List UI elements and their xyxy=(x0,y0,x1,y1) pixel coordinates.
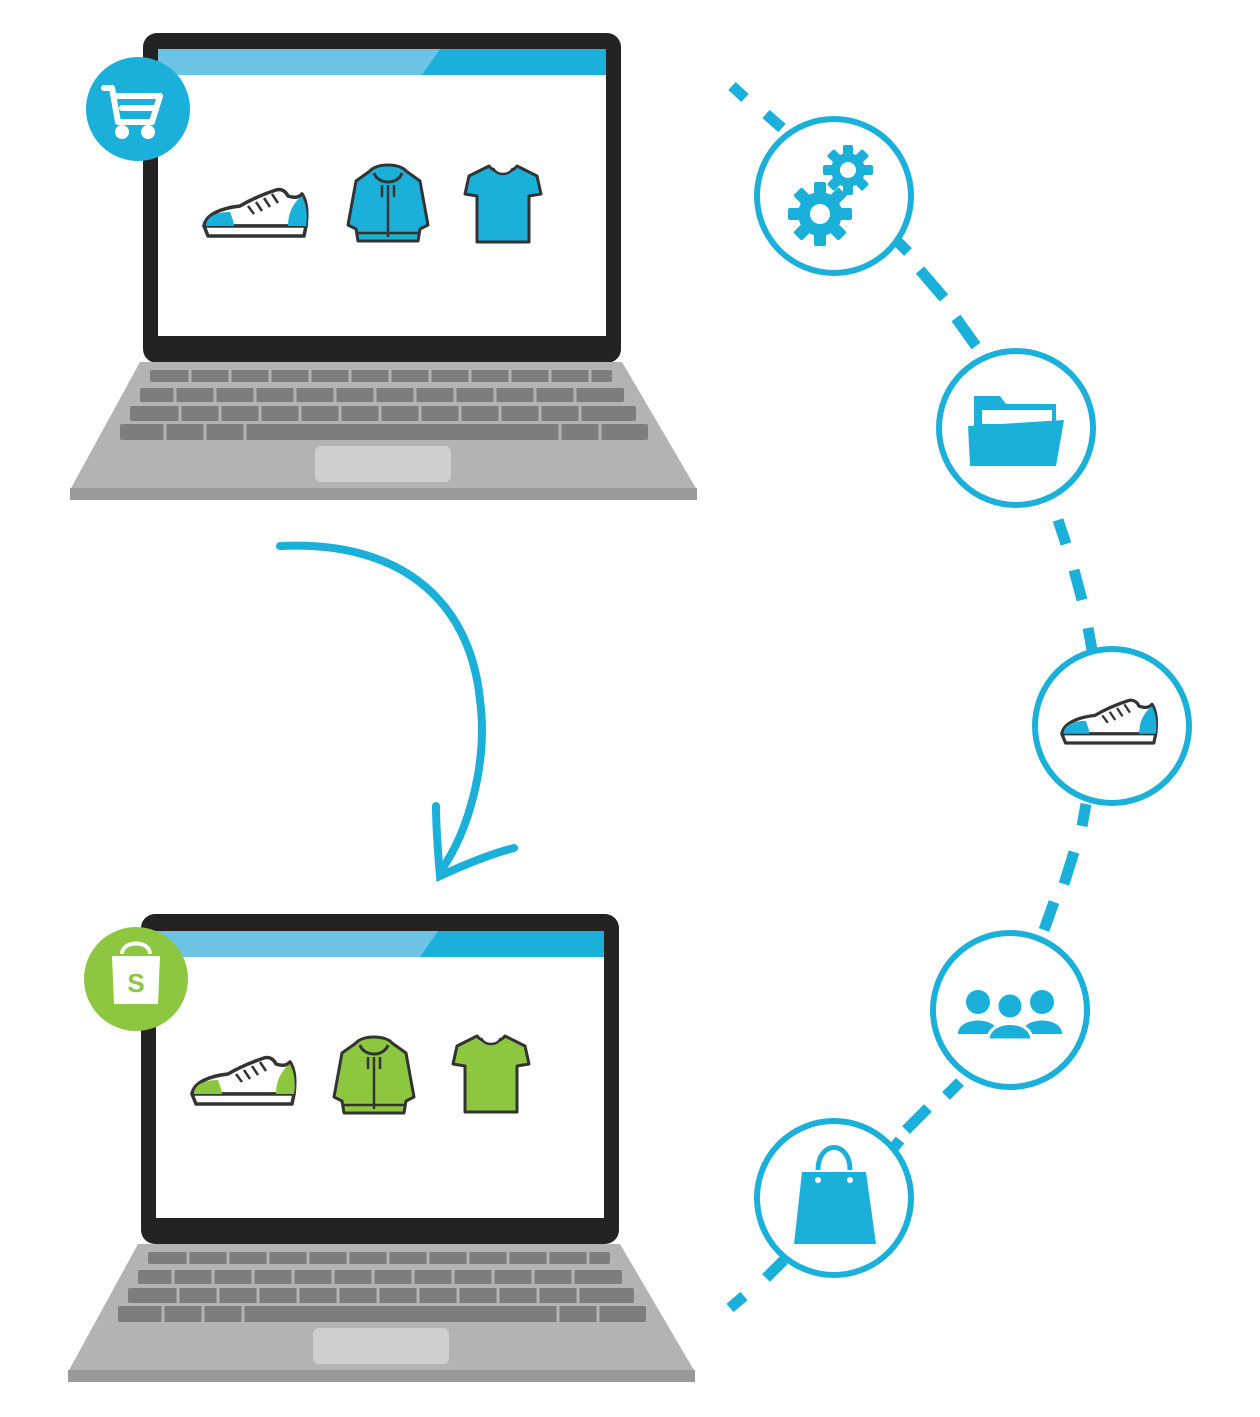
laptop-touchpad xyxy=(315,446,451,482)
product-hoodie xyxy=(332,1035,416,1115)
cart-badge xyxy=(86,57,190,161)
product-tshirt xyxy=(463,164,543,244)
cart-icon xyxy=(101,85,163,139)
product-sneaker xyxy=(202,187,309,238)
step-products xyxy=(1032,646,1192,806)
sneaker-icon xyxy=(1060,698,1159,745)
product-tshirt xyxy=(451,1034,531,1114)
laptop-keys xyxy=(120,370,648,440)
laptop-touchpad xyxy=(313,1328,449,1364)
folder-icon xyxy=(968,396,1064,466)
store-badge: S xyxy=(84,927,188,1031)
product-sneaker xyxy=(190,1055,297,1106)
step-gears xyxy=(754,116,914,276)
shopping-bag-s-icon: S xyxy=(112,941,160,1004)
shopping-bag-icon xyxy=(794,1145,876,1244)
migration-arrow xyxy=(276,541,518,883)
source-laptop xyxy=(70,33,697,500)
gears-icon xyxy=(788,145,873,246)
migration-path xyxy=(726,81,1098,1313)
users-icon xyxy=(958,990,1062,1042)
step-folder xyxy=(936,348,1096,508)
badge-letter: S xyxy=(127,968,144,998)
step-customers xyxy=(930,930,1090,1090)
laptop-keys xyxy=(118,1252,646,1322)
step-orders xyxy=(754,1118,914,1278)
target-laptop: S xyxy=(68,914,695,1382)
product-hoodie xyxy=(346,163,430,243)
